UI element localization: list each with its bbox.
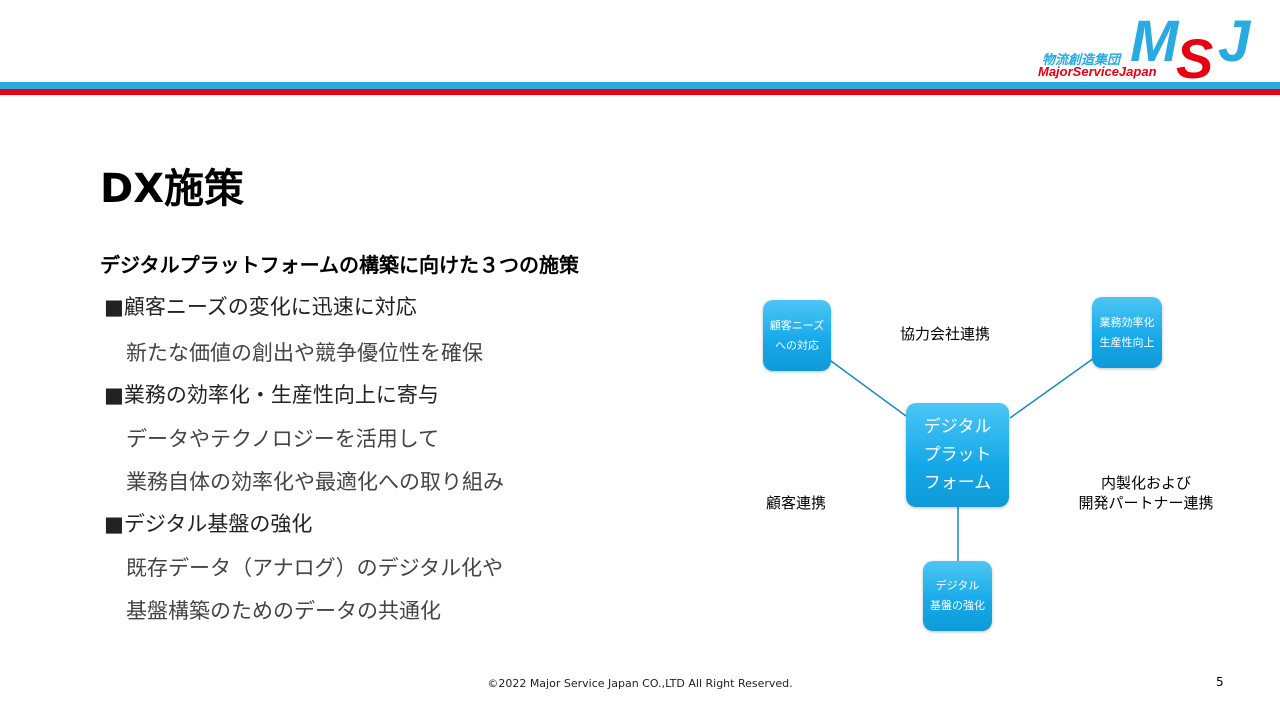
logo-tagline: 物流創造集団 — [1042, 53, 1121, 68]
header-blue-bar — [0, 82, 1280, 89]
item-text: 業務自体の効率化や最適化への取り組み — [126, 470, 504, 494]
copyright-footer: ©2022 Major Service Japan CO.,LTD All Ri… — [487, 677, 793, 690]
header-red-bar — [0, 89, 1280, 95]
node-digital-platform: デジタル プラット フォーム — [906, 403, 1009, 507]
logo-letter-s: S — [1176, 27, 1214, 90]
msj-logo: 物流創造集団 MajorServiceJapan M S J — [1038, 9, 1268, 90]
label-customer: 顧客連携 — [766, 494, 827, 512]
page-title: DX施策 — [100, 166, 245, 212]
label-partner: 協力会社連携 — [900, 325, 991, 343]
label-dev-partner: 内製化および 開発パートナー連携 — [1078, 474, 1214, 512]
logo-letter-m: M — [1130, 9, 1179, 74]
page-number: 5 — [1216, 675, 1224, 689]
item-text: 基盤構築のためのデータの共通化 — [126, 599, 441, 623]
node-digital-base: デジタル 基盤の強化 — [923, 561, 992, 631]
item-heading: ■顧客ニーズの変化に迅速に対応 — [104, 295, 417, 319]
connector-line — [1009, 357, 1095, 419]
item-heading: ■デジタル基盤の強化 — [104, 512, 313, 536]
item-text: データやテクノロジーを活用して — [126, 427, 440, 451]
subtitle: デジタルプラットフォームの構築に向けた３つの施策 — [100, 253, 579, 277]
logo-letter-j: J — [1218, 9, 1251, 74]
connector-line — [830, 360, 907, 417]
node-customer-needs: 顧客ニーズ への対応 — [763, 300, 831, 371]
item-text: 既存データ（アナログ）のデジタル化や — [126, 556, 504, 580]
item-heading: ■業務の効率化・生産性向上に寄与 — [104, 383, 439, 407]
node-efficiency: 業務効率化 生産性向上 — [1092, 297, 1162, 368]
logo-company-name: MajorServiceJapan — [1038, 64, 1157, 79]
item-text: 新たな価値の創出や競争優位性を確保 — [126, 341, 483, 365]
